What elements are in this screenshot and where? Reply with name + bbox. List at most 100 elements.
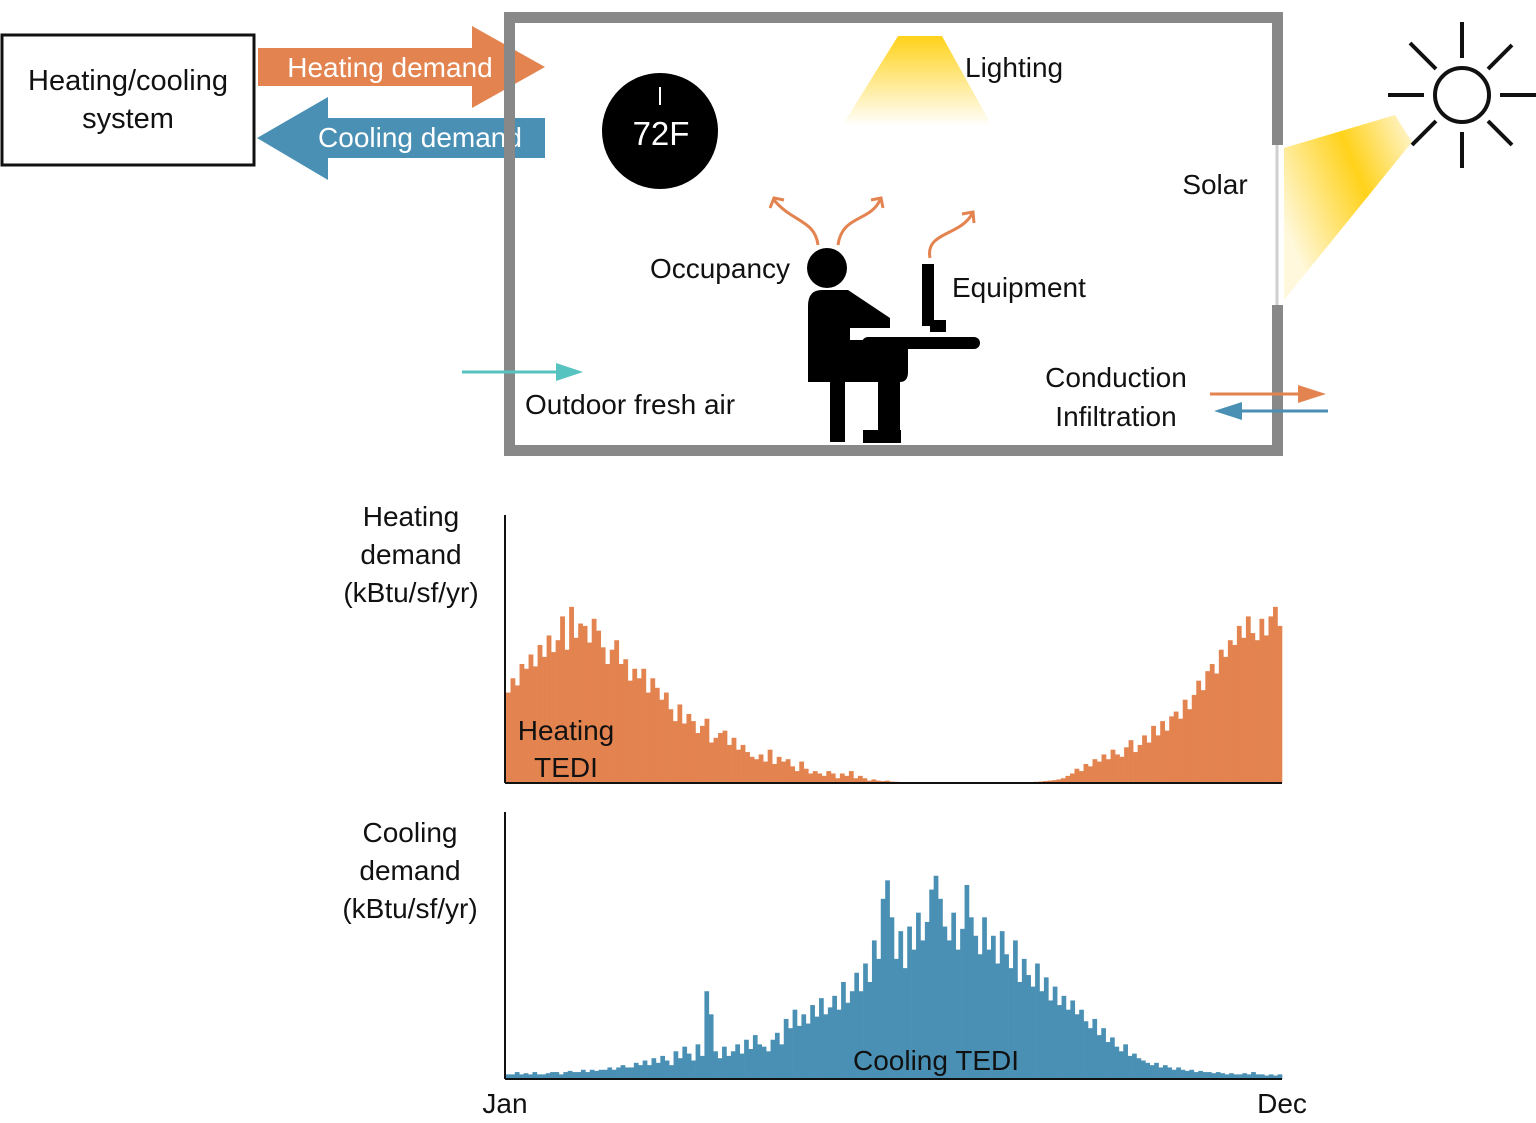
cooling-demand-bar bbox=[797, 1025, 802, 1079]
heating-demand-bar bbox=[641, 668, 647, 783]
heating-chart-ylabel-line2: demand bbox=[360, 539, 461, 570]
cooling-demand-bar bbox=[1149, 1065, 1155, 1079]
heating-demand-bar bbox=[564, 649, 570, 783]
cooling-demand-bar bbox=[695, 1044, 701, 1079]
heating-demand-bar bbox=[695, 733, 701, 783]
cooling-demand-bar bbox=[911, 949, 917, 1079]
heating-demand-bar bbox=[857, 775, 863, 783]
cooling-demand-bar bbox=[977, 954, 983, 1079]
heating-demand-bar bbox=[686, 713, 692, 783]
cooling-demand-bar bbox=[1114, 1046, 1120, 1079]
cooling-demand-bar bbox=[1132, 1053, 1137, 1079]
cooling-demand-bar bbox=[863, 963, 868, 1079]
cooling-demand-bar bbox=[836, 1009, 842, 1079]
cooling-demand-bar bbox=[554, 1072, 560, 1079]
heating-demand-bar bbox=[884, 780, 890, 783]
cooling-demand-arrow: Cooling demand bbox=[257, 97, 545, 180]
cooling-demand-bar bbox=[1237, 1074, 1243, 1079]
cooling-demand-bar bbox=[519, 1074, 524, 1079]
heating-demand-bar bbox=[1214, 673, 1220, 783]
heating-demand-bar bbox=[740, 744, 746, 783]
heating-demand-bar bbox=[799, 761, 805, 783]
cooling-demand-bar bbox=[832, 995, 837, 1079]
cooling-demand-bar bbox=[774, 1032, 780, 1079]
heating-demand-bar bbox=[1254, 640, 1260, 783]
cooling-demand-bar bbox=[1136, 1058, 1142, 1079]
cooling-demand-bar bbox=[902, 968, 908, 1079]
heating-demand-bar bbox=[1047, 780, 1053, 783]
cooling-demand-bar bbox=[1092, 1018, 1098, 1079]
cooling-demand-bar bbox=[1118, 1051, 1124, 1079]
heating-demand-bar bbox=[1124, 747, 1129, 783]
heating-demand-bar bbox=[1142, 735, 1147, 783]
cooling-demand-bar bbox=[946, 940, 952, 1079]
cooling-demand-bar bbox=[1185, 1070, 1190, 1079]
cooling-demand-bar bbox=[1048, 1000, 1054, 1079]
heating-demand-bar bbox=[1191, 694, 1197, 783]
cooling-demand-bar bbox=[1035, 963, 1040, 1079]
heating-demand-bar bbox=[767, 749, 773, 783]
heating-demand-bar bbox=[1065, 775, 1071, 783]
cooling-demand-chart: Cooling demand (kBtu/sf/yr) Cooling TEDI… bbox=[342, 812, 1307, 1119]
heating-demand-bar bbox=[1263, 635, 1269, 783]
heating-demand-bar bbox=[736, 749, 741, 783]
heating-demand-bar bbox=[1101, 754, 1107, 783]
cooling-demand-bar bbox=[686, 1053, 692, 1079]
heating-demand-bar bbox=[803, 768, 809, 783]
heating-demand-bar bbox=[582, 625, 588, 783]
heating-demand-bar bbox=[1051, 780, 1057, 783]
heating-demand-bar bbox=[578, 623, 583, 783]
heating-demand-bar bbox=[844, 775, 850, 783]
cooling-demand-bar bbox=[611, 1069, 617, 1079]
cooling-demand-bar bbox=[1255, 1074, 1261, 1079]
cooling-demand-bar bbox=[766, 1051, 771, 1079]
heating-demand-bar bbox=[1146, 742, 1152, 783]
heating-demand-bar bbox=[636, 678, 642, 783]
heating-demand-bar bbox=[1137, 744, 1143, 783]
heating-demand-bar bbox=[875, 780, 881, 783]
cooling-demand-bar bbox=[991, 935, 996, 1079]
cooling-demand-bar bbox=[1052, 986, 1058, 1079]
lighting-label: Lighting bbox=[965, 52, 1063, 83]
cooling-demand-bar bbox=[1140, 1060, 1146, 1079]
cooling-demand-bar bbox=[867, 981, 873, 1079]
cooling-demand-bar bbox=[805, 1023, 811, 1079]
cooling-demand-bar bbox=[589, 1069, 595, 1079]
cooling-demand-bar bbox=[620, 1065, 626, 1079]
conduction-label: Conduction bbox=[1045, 362, 1187, 393]
cooling-demand-bar bbox=[880, 898, 886, 1079]
cooling-demand-bar bbox=[1220, 1073, 1225, 1079]
cooling-demand-bar bbox=[532, 1072, 538, 1079]
cooling-demand-bar bbox=[1021, 958, 1027, 1079]
heating-bars bbox=[506, 606, 1283, 783]
system-label-line2: system bbox=[82, 103, 174, 135]
heating-demand-bar bbox=[1088, 766, 1093, 783]
heating-demand-bar bbox=[654, 687, 660, 783]
cooling-demand-bar bbox=[942, 926, 948, 1079]
heating-demand-bar bbox=[749, 756, 755, 783]
heating-demand-bar bbox=[1119, 756, 1125, 783]
cooling-demand-bar bbox=[1251, 1072, 1256, 1079]
cooling-demand-bar bbox=[1030, 986, 1036, 1079]
occupancy-label: Occupancy bbox=[650, 253, 790, 284]
solar-beam bbox=[1284, 115, 1412, 300]
heating-demand-bar bbox=[713, 737, 719, 783]
heating-demand-bar bbox=[1268, 616, 1274, 783]
cooling-demand-bar bbox=[563, 1072, 569, 1079]
cooling-demand-bar bbox=[779, 1044, 785, 1079]
cooling-demand-bar bbox=[933, 875, 939, 1079]
cooling-demand-bar bbox=[576, 1072, 582, 1079]
heating-demand-bar bbox=[709, 742, 714, 783]
cooling-demand-bar bbox=[558, 1074, 564, 1079]
cooling-demand-bar bbox=[1264, 1075, 1270, 1079]
cooling-demand-bar bbox=[801, 1014, 807, 1079]
heating-demand-bar bbox=[591, 618, 597, 783]
cooling-demand-bar bbox=[858, 991, 864, 1079]
heating-demand-bar bbox=[1241, 637, 1247, 783]
cooling-demand-bar bbox=[677, 1058, 683, 1079]
heating-demand-bar bbox=[546, 635, 552, 783]
cooling-demand-bar bbox=[651, 1058, 657, 1079]
heating-demand-bar bbox=[1227, 640, 1233, 783]
heating-demand-bar bbox=[623, 659, 629, 783]
